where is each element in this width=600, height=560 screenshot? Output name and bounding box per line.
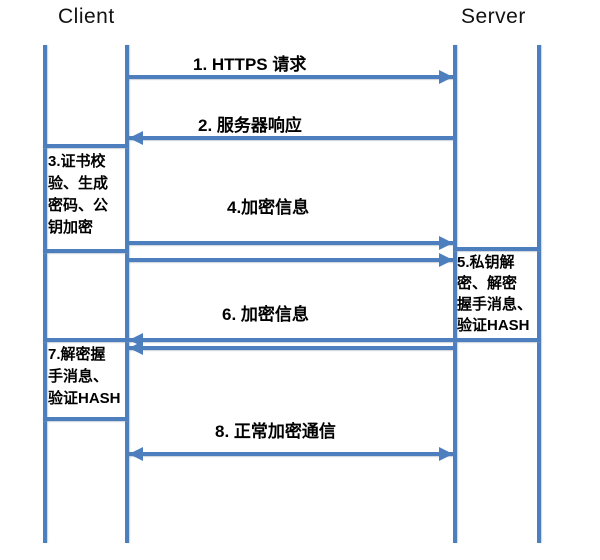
message-label-6: 6. 加密信息 bbox=[222, 305, 309, 324]
message-label-8: 8. 正常加密通信 bbox=[215, 422, 336, 441]
arrowhead-right-icon bbox=[439, 70, 453, 84]
message-label-2: 2. 服务器响应 bbox=[198, 116, 302, 135]
arrow-4-encrypted-info-line1 bbox=[129, 241, 453, 245]
server-lifeline-outer bbox=[537, 45, 541, 543]
server-lifeline-inner bbox=[453, 45, 457, 543]
arrowhead-left-icon bbox=[129, 341, 143, 355]
arrowhead-right-icon bbox=[439, 236, 453, 250]
arrowhead-right-icon bbox=[439, 447, 453, 461]
arrowhead-right-icon bbox=[439, 253, 453, 267]
arrowhead-left-icon bbox=[129, 447, 143, 461]
arrow-8-normal-encrypted-comm bbox=[129, 452, 453, 456]
client-note7-bottom-border bbox=[43, 417, 129, 421]
arrowhead-left-icon bbox=[129, 131, 143, 145]
arrow-6-encrypted-info-line1 bbox=[129, 338, 453, 342]
arrow-1-https-request bbox=[129, 75, 453, 79]
server-note5-bottom-border bbox=[453, 338, 541, 342]
client-note7-top-border bbox=[43, 338, 129, 342]
arrow-4-encrypted-info-line2 bbox=[129, 258, 453, 262]
client-lifeline-outer bbox=[43, 45, 47, 543]
server-actor-label: Server bbox=[461, 5, 526, 28]
client-note3-top-border bbox=[43, 144, 129, 148]
client-lifeline-inner bbox=[125, 45, 129, 543]
client-note3-bottom-border bbox=[43, 249, 129, 253]
message-label-4: 4.加密信息 bbox=[227, 198, 310, 217]
note-7-client-decrypt-handshake: 7.解密握 手消息、 验证HASH bbox=[48, 346, 121, 407]
server-note5-top-border bbox=[453, 247, 541, 251]
note-3-client-cert-verify: 3.证书校 验、生成 密码、公 钥加密 bbox=[48, 153, 109, 236]
arrow-2-server-response bbox=[129, 136, 453, 140]
message-label-1: 1. HTTPS 请求 bbox=[193, 55, 307, 74]
note-5-server-private-key-decrypt: 5.私钥解 密、解密 握手消息、 验证HASH bbox=[457, 254, 533, 334]
client-actor-label: Client bbox=[58, 5, 115, 28]
arrow-6-encrypted-info-line2 bbox=[129, 346, 453, 350]
